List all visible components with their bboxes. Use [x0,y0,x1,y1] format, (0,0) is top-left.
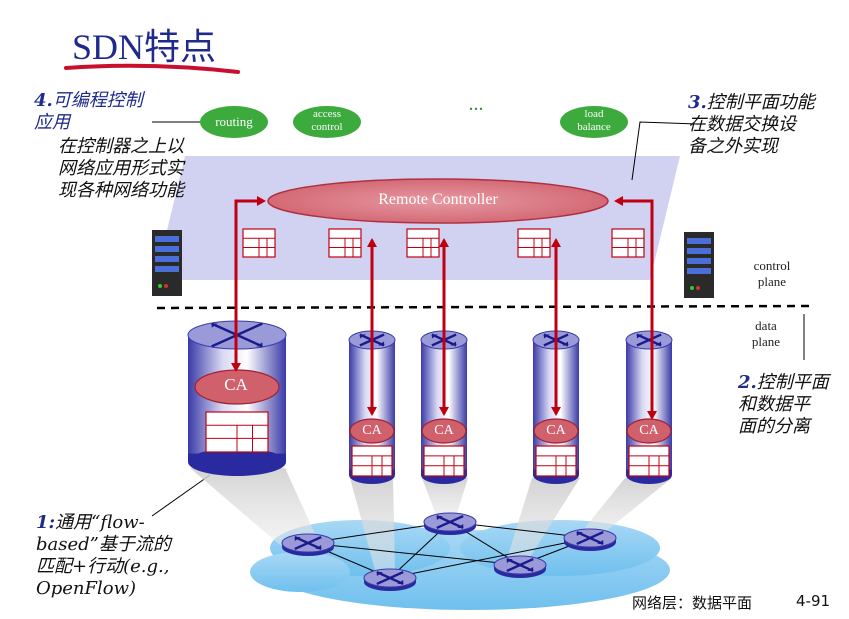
page-title: SDN特点 [72,27,217,67]
network-switch-icon [281,533,335,556]
ca-oval [626,418,672,444]
server-left-icon [152,230,182,296]
ellipsis: ... [468,93,484,115]
ca-oval [349,418,395,444]
note-2: 2.控制平面 和数据平 面的分离 [738,372,829,437]
load-balance-app-oval [560,106,628,138]
access-control-app-label: access control [311,108,343,133]
footer-label: 网络层：数据平面 [632,594,753,612]
note-3: 3.控制平面功能 在数据交换设 备之外实现 [688,92,815,157]
flow-table-icon [517,228,551,258]
page-number: 4-91 [796,592,831,610]
flow-table-icon [611,228,645,258]
access-control-app-oval [293,106,361,138]
network-switch-icon [493,555,547,578]
data-plane-label: data plane [751,318,781,349]
ca-label: CA [362,423,382,438]
load-balance-app-label: load balance [577,108,611,133]
server-right-icon [684,232,714,298]
remote-controller-label: Remote Controller [378,191,498,208]
plane-separator [156,304,813,310]
flow-table-icon [242,228,276,258]
ca-label: CA [224,375,248,394]
network-switch-icon [423,512,477,535]
ca-label: CA [639,423,659,438]
network-switch-icon [363,568,417,591]
control-link-arrow [620,199,654,418]
routing-app-label: routing [215,114,253,129]
ca-label: CA [546,423,566,438]
remote-controller-ellipse [267,178,609,224]
flow-table-icon [406,228,440,258]
flow-table-icon [328,228,362,258]
ca-label: CA [434,423,454,438]
network-switch-icon [563,528,617,551]
control-link-arrow [234,199,262,370]
switch-cylinder [625,330,673,484]
ca-oval [421,418,467,444]
ca-oval [533,418,579,444]
note-4: 4.可编程控制 应用 [34,90,143,133]
routing-app-oval [200,106,268,138]
note-1: 1:通用“flow- based”基于流的 匹配+行动(e.g., OpenFl… [36,512,171,599]
control-plane-label: control plane [753,258,791,289]
note-4-body: 在控制器之上以 网络应用形式实 现各种网络功能 [58,136,184,201]
cloud-switches [281,512,617,591]
title-underline [64,63,240,74]
